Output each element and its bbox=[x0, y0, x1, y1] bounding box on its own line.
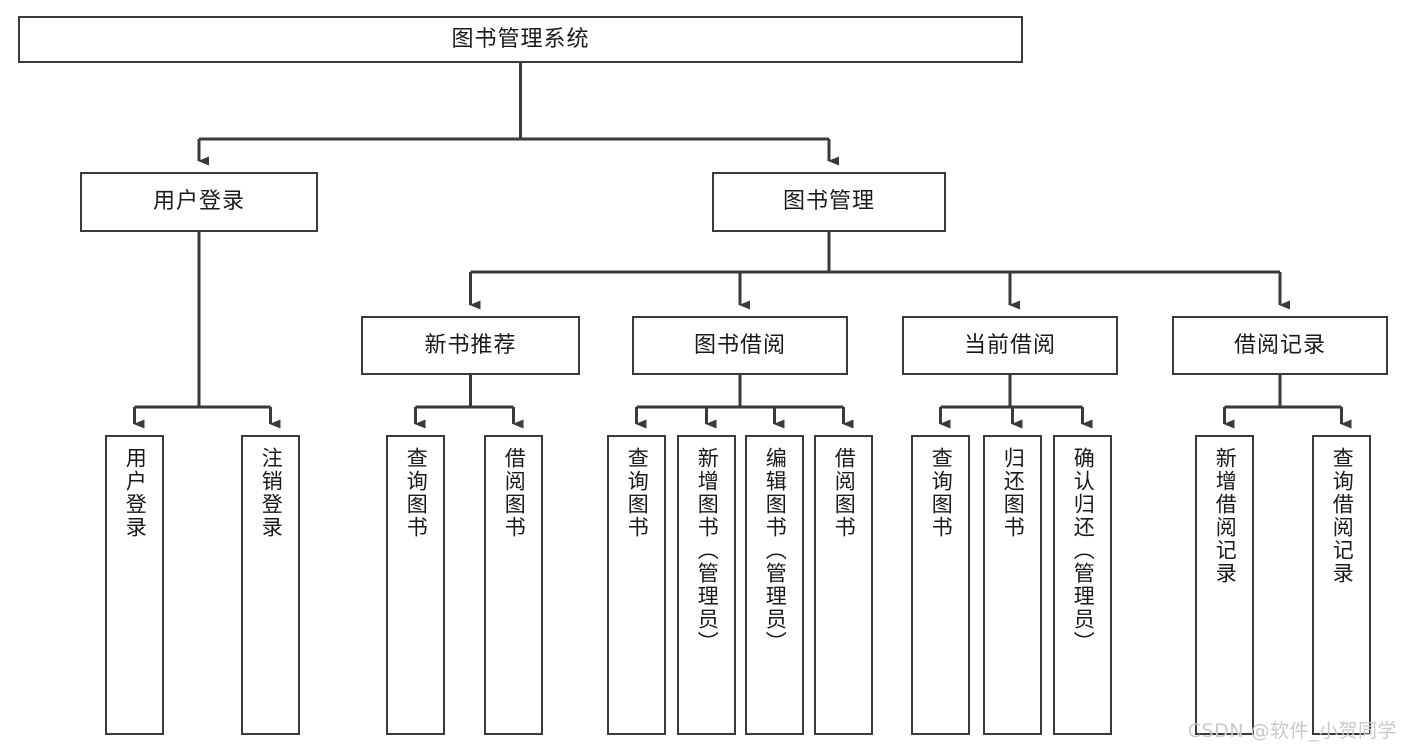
node-new-book-rec[interactable]: 新书推荐 bbox=[361, 316, 580, 375]
node-label: 新增借阅记录 bbox=[1213, 447, 1238, 585]
node-leaf-edit-book[interactable]: 编辑图书（管理员） bbox=[745, 435, 804, 735]
node-label: 图书管理 bbox=[782, 189, 875, 215]
node-leaf-user-login[interactable]: 用户登录 bbox=[105, 435, 164, 735]
node-label: 用户登录 bbox=[123, 447, 148, 539]
node-leaf-query-book-borrow[interactable]: 查询图书 bbox=[607, 435, 666, 735]
node-leaf-add-record[interactable]: 新增借阅记录 bbox=[1195, 435, 1254, 735]
node-book-borrow[interactable]: 图书借阅 bbox=[632, 316, 848, 375]
node-leaf-confirm-return[interactable]: 确认归还（管理员） bbox=[1053, 435, 1112, 735]
node-label: 注销登录 bbox=[259, 447, 284, 539]
node-label: 图书借阅 bbox=[693, 332, 786, 358]
node-leaf-borrow-book[interactable]: 借阅图书 bbox=[814, 435, 873, 735]
node-label: 当前借阅 bbox=[963, 332, 1056, 358]
node-root[interactable]: 图书管理系统 bbox=[18, 16, 1023, 63]
node-label: 借阅图书 bbox=[832, 447, 857, 539]
node-label: 查询图书 bbox=[404, 447, 429, 539]
watermark-text: CSDN @软件_小贺同学 bbox=[1187, 720, 1397, 742]
node-leaf-return-book[interactable]: 归还图书 bbox=[983, 435, 1042, 735]
node-leaf-query-book-rec[interactable]: 查询图书 bbox=[386, 435, 445, 735]
node-current-borrow[interactable]: 当前借阅 bbox=[902, 316, 1118, 375]
node-book-manage[interactable]: 图书管理 bbox=[712, 172, 946, 232]
node-label: 借阅图书 bbox=[502, 447, 527, 539]
node-label: 查询借阅记录 bbox=[1330, 447, 1355, 585]
node-label: 新增图书（管理员） bbox=[695, 447, 720, 654]
node-label: 编辑图书（管理员） bbox=[763, 447, 788, 654]
node-leaf-query-book-cur[interactable]: 查询图书 bbox=[911, 435, 970, 735]
node-label: 新书推荐 bbox=[424, 332, 517, 358]
node-label: 确认归还（管理员） bbox=[1071, 447, 1096, 654]
node-leaf-borrow-book-rec[interactable]: 借阅图书 bbox=[484, 435, 543, 735]
node-leaf-logout[interactable]: 注销登录 bbox=[241, 435, 300, 735]
node-label: 借阅记录 bbox=[1233, 332, 1326, 358]
node-label: 图书管理系统 bbox=[451, 26, 590, 52]
node-borrow-record[interactable]: 借阅记录 bbox=[1172, 316, 1388, 375]
node-label: 归还图书 bbox=[1001, 447, 1026, 539]
node-leaf-add-book[interactable]: 新增图书（管理员） bbox=[677, 435, 736, 735]
node-label: 用户登录 bbox=[152, 189, 245, 215]
node-user-login[interactable]: 用户登录 bbox=[80, 172, 318, 232]
node-leaf-query-record[interactable]: 查询借阅记录 bbox=[1312, 435, 1371, 735]
node-label: 查询图书 bbox=[625, 447, 650, 539]
node-label: 查询图书 bbox=[929, 447, 954, 539]
